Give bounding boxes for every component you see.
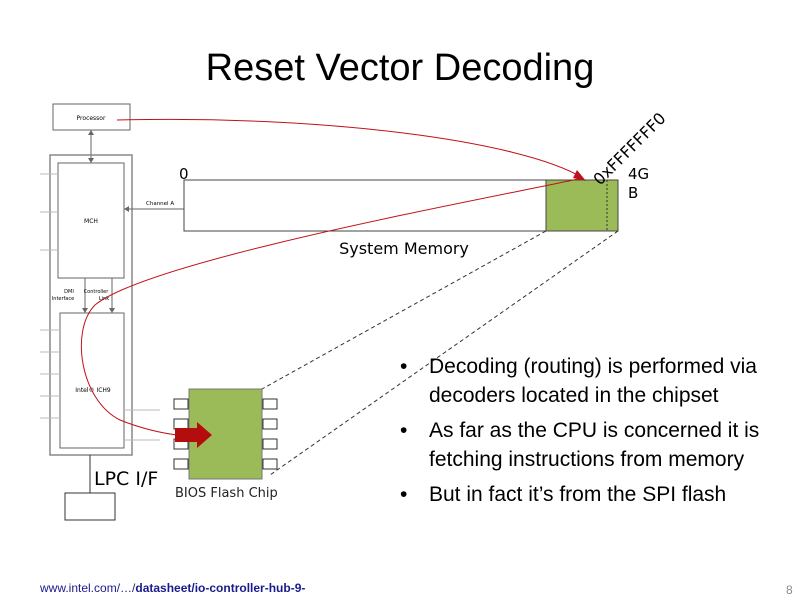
footer-source-link[interactable]: www.intel.com/…/datasheet/io-controller-… [40, 581, 305, 595]
slide-title: Reset Vector Decoding [205, 47, 595, 89]
controller-link-label-1: Controller [84, 289, 110, 295]
footer-url-prefix: www.intel.com/…/ [40, 581, 136, 595]
memory-end-label-2: B [628, 184, 638, 202]
mch-label: MCH [84, 218, 98, 225]
processor-box [52, 103, 131, 131]
bullet-symbol: • [400, 483, 408, 506]
projection-line-left [261, 230, 547, 390]
memory-start-label: 0 [179, 165, 189, 183]
bullet-symbol: • [400, 355, 408, 378]
ich-label: Intel® ICH9 [75, 387, 111, 394]
dmi-label-1: DMI [64, 289, 74, 295]
ich-box [59, 312, 125, 449]
system-memory-label: System Memory [339, 239, 469, 258]
lpc-label: LPC I/F [94, 468, 158, 490]
lpc-device-box [64, 492, 116, 521]
dmi-label-2: Interface [52, 296, 74, 302]
flash-access-arrow [175, 422, 212, 448]
processor-label: Processor [77, 115, 106, 122]
projection-line-right [269, 230, 619, 476]
fetch-path-memory-to-flash [80, 177, 584, 437]
page-number: 8 [786, 583, 793, 597]
bullet-text: But in fact it’s from the SPI flash [429, 483, 727, 506]
channel-a-arrow [124, 206, 129, 212]
bullet-text: As far as the CPU is concerned it is fet… [429, 419, 760, 471]
processor-bus-arrow-up [88, 130, 94, 135]
bullet-item: • As far as the CPU is concerned it is f… [400, 416, 790, 474]
bullet-symbol: • [400, 419, 408, 442]
bullet-item: • Decoding (routing) is performed via de… [400, 352, 790, 410]
bullet-text: Decoding (routing) is performed via deco… [429, 355, 757, 407]
bullet-list: • Decoding (routing) is performed via de… [400, 352, 790, 515]
bios-flash-label: BIOS Flash Chip [175, 486, 278, 501]
bios-mapped-region [545, 179, 619, 232]
fetch-path-processor-to-memory [116, 118, 584, 179]
channel-a-label: Channel A [146, 201, 174, 207]
dmi-arrow-down [82, 308, 88, 313]
processor-bus-arrow-down [88, 158, 94, 163]
chipset-board [49, 154, 133, 456]
controller-link-arrow-down [109, 308, 115, 313]
footer-url-bold: datasheet/io-controller-hub-9- [135, 581, 306, 595]
bios-flash-pins-right [262, 398, 278, 470]
mch-box [57, 162, 125, 279]
memory-end-label-1: 4G [628, 165, 649, 183]
bullet-item: • But in fact it’s from the SPI flash [400, 480, 790, 509]
